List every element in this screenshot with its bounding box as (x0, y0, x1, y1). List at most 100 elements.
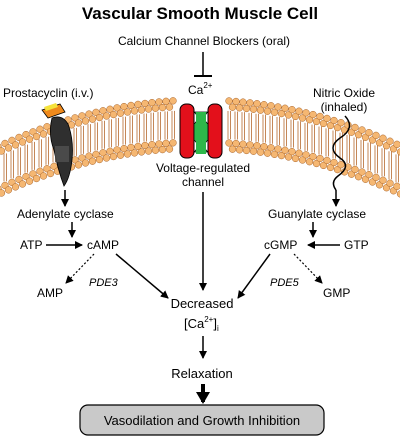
lipid-head (323, 114, 331, 123)
lipid-head (284, 111, 293, 119)
lipid-head (291, 154, 300, 163)
lipid-head (99, 107, 107, 115)
lipid-head (246, 99, 254, 107)
lipid-head (141, 141, 149, 150)
lipid-head (316, 112, 324, 121)
calcium-ion-label: Ca2+ (188, 81, 213, 97)
lipid-head (319, 119, 328, 128)
lipid-head (232, 139, 240, 148)
lipid-head (253, 100, 261, 108)
channel-label-line1: Voltage-regulated (156, 161, 250, 175)
lipid-head (102, 154, 111, 162)
channel-label-line2: channel (182, 175, 224, 189)
lipid-head (127, 143, 135, 152)
lipid-head (337, 119, 345, 127)
lipid-head (25, 177, 34, 185)
lipid-head (326, 163, 335, 172)
lipid-head (46, 169, 55, 178)
lipid-head (263, 149, 272, 157)
lipid-head (281, 146, 289, 154)
lipid-head (396, 148, 400, 156)
lipid-head (88, 115, 97, 123)
lipid-head (144, 147, 153, 155)
lipid-head (358, 168, 366, 176)
pde3-label: PDE3 (89, 277, 119, 289)
lipid-head (127, 101, 135, 110)
lipid-head (78, 112, 86, 120)
lipid-head (92, 108, 100, 117)
lipid-head (344, 163, 352, 171)
lipid-head (330, 116, 338, 125)
lipid-head (351, 123, 359, 132)
lipid-head (365, 128, 373, 137)
lipid-head (256, 106, 265, 114)
adenylate-cyclase-label: Adenylate cyclase (17, 207, 114, 221)
lipid-head (277, 151, 286, 160)
lipid-head (256, 148, 265, 156)
lipid-head (309, 110, 317, 119)
lipid-head (78, 154, 86, 162)
lipid-head (393, 182, 400, 190)
intracellular-calcium-label: [Ca2+]i (184, 315, 219, 333)
lipid-head (0, 189, 6, 197)
lipid-head (337, 161, 345, 169)
arrow-cgmp-to-gmp (293, 253, 323, 284)
lipid-head (288, 106, 296, 114)
lipid-head (298, 114, 307, 122)
lipid-head (134, 142, 142, 151)
lipid-head (249, 105, 258, 113)
lipid-head (295, 107, 303, 115)
lipid-head (123, 108, 132, 116)
lipid-head (95, 113, 104, 122)
lipid-head (148, 140, 156, 149)
lipid-head (123, 150, 132, 158)
pde5-label: PDE5 (270, 277, 300, 289)
lipid-head (386, 137, 394, 145)
lipid-head (267, 102, 275, 110)
lipid-head (351, 165, 359, 174)
lipid-head (141, 99, 149, 108)
lipid-head (316, 154, 324, 163)
lipid-head (302, 151, 310, 159)
lipid-head (148, 98, 156, 107)
lipid-head (379, 134, 387, 142)
lipid-head (344, 121, 352, 129)
lipid-head (253, 142, 261, 150)
lipid-head (365, 170, 373, 179)
lipid-head (288, 148, 296, 156)
lipid-head (284, 153, 293, 161)
lipid-head (74, 119, 83, 127)
lipid-head (225, 139, 233, 147)
relaxation-label: Relaxation (171, 366, 232, 381)
lipid-head (270, 108, 279, 116)
lipid-head (393, 140, 400, 148)
lipid-head (386, 179, 394, 187)
lipid-head (109, 110, 118, 119)
lipid-head (113, 146, 121, 154)
lipid-head (158, 145, 167, 154)
lipid-head (95, 155, 104, 164)
lipid-head (102, 112, 111, 120)
lipid-head (71, 114, 79, 122)
lipid-head (263, 107, 272, 115)
lipid-head (298, 156, 307, 164)
lipid-head (130, 107, 139, 115)
lipid-head (260, 101, 268, 109)
lipid-head (312, 159, 321, 168)
lipid-head (158, 103, 167, 112)
lipid-head (165, 103, 174, 111)
lipid-head (372, 131, 380, 140)
lipid-head (358, 126, 366, 134)
lipid-head (260, 143, 268, 151)
outcome-box (79, 404, 325, 436)
lipid-head (267, 144, 275, 152)
lipid-head (295, 149, 303, 157)
lipid-head (235, 146, 244, 154)
arrow-camp-to-amp (65, 253, 95, 284)
lipid-head (239, 98, 247, 106)
lipid-head (281, 104, 289, 112)
guanylate-cyclase-label: Guanylate cyclase (268, 207, 366, 221)
lipid-head (99, 149, 107, 157)
lipid-head (32, 174, 41, 183)
